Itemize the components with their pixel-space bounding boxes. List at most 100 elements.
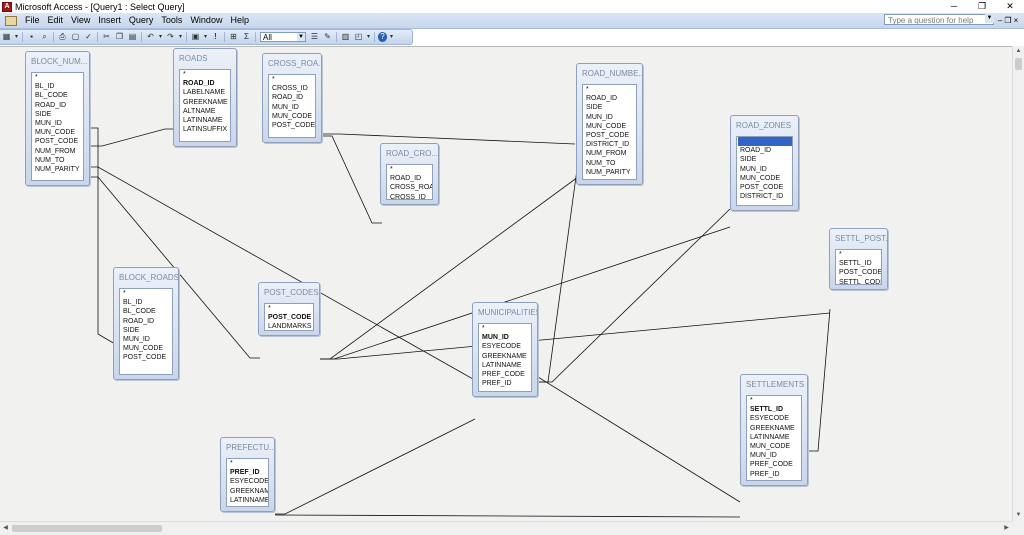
table-title[interactable]: SETTL_POST...: [835, 234, 887, 243]
field-item[interactable]: GREEKNAME: [183, 98, 228, 106]
field-item[interactable]: LATINSUFFIX: [183, 126, 228, 134]
menu-window[interactable]: Window: [190, 15, 223, 25]
table-title[interactable]: BLOCK_NUM...: [31, 57, 88, 66]
field-all-columns[interactable]: *: [183, 71, 186, 78]
field-item[interactable]: GREEKNAME: [230, 487, 268, 495]
cut-icon[interactable]: ✂: [103, 32, 110, 41]
field-item[interactable]: PREF_ID: [482, 380, 512, 388]
field-item[interactable]: NUM_TO: [35, 156, 65, 164]
field-item[interactable]: POST_CODE: [35, 138, 79, 146]
field-item[interactable]: PREF_CODE: [750, 461, 793, 469]
spelling-icon[interactable]: ✓: [85, 32, 92, 41]
field-all-columns[interactable]: *: [738, 137, 792, 147]
field-item[interactable]: NUM_FROM: [35, 147, 76, 155]
field-item[interactable]: MUN_CODE: [750, 442, 791, 450]
menu-help[interactable]: Help: [230, 15, 249, 25]
new-object-icon[interactable]: ◰: [354, 32, 363, 41]
field-item[interactable]: SETTL_ID: [839, 260, 872, 268]
field-all-columns[interactable]: *: [390, 166, 393, 173]
field-item[interactable]: ESYECODE: [230, 478, 268, 486]
doc-minimize-icon[interactable]: –: [997, 16, 1003, 25]
field-item[interactable]: GREEKNAME: [482, 352, 527, 360]
field-item[interactable]: POST_CODE: [272, 121, 315, 129]
doc-restore-icon[interactable]: ❐: [1004, 16, 1012, 25]
horizontal-scrollbar[interactable]: ◀ ▶: [0, 521, 1012, 535]
field-item[interactable]: LATINNAME: [750, 433, 790, 441]
undo-icon[interactable]: ↶: [147, 32, 154, 41]
field-item[interactable]: LATINNAME: [183, 116, 223, 124]
scroll-down-icon[interactable]: ▼: [1015, 512, 1022, 518]
field-item[interactable]: MUN_ID: [740, 165, 767, 173]
copy-icon[interactable]: ❐: [115, 32, 124, 41]
print-icon[interactable]: ⎙: [59, 32, 66, 41]
table-title[interactable]: POST_CODES: [264, 288, 319, 297]
field-item[interactable]: BL_ID: [123, 299, 143, 307]
field-all-columns[interactable]: *: [268, 305, 271, 312]
redo-icon[interactable]: ↷: [167, 32, 174, 41]
top-values-select[interactable]: All ▼: [260, 32, 306, 42]
run-icon[interactable]: !: [214, 32, 217, 41]
field-item[interactable]: ROAD_ID: [272, 94, 304, 102]
field-item[interactable]: MUN_CODE: [272, 112, 313, 120]
field-all-columns[interactable]: *: [272, 76, 275, 83]
field-all-columns[interactable]: *: [750, 397, 753, 404]
help-icon[interactable]: ?: [378, 32, 387, 42]
scroll-up-icon[interactable]: ▲: [1015, 48, 1022, 54]
field-item[interactable]: MUN_ID: [586, 113, 613, 121]
field-item[interactable]: ALTNAME: [183, 107, 216, 115]
field-item[interactable]: MUN_ID: [272, 103, 299, 111]
field-item[interactable]: NUM_PARITY: [35, 165, 80, 173]
properties-icon[interactable]: ☰: [310, 32, 319, 41]
save-icon[interactable]: ▪: [30, 32, 33, 41]
totals-icon[interactable]: Σ: [244, 32, 249, 41]
field-item[interactable]: PREF_ID: [750, 470, 780, 478]
field-item[interactable]: POST_CODE: [123, 354, 167, 362]
field-item[interactable]: ROAD_ID: [390, 175, 422, 183]
paste-icon[interactable]: ▤: [128, 32, 137, 41]
field-all-columns[interactable]: *: [123, 290, 126, 297]
menu-tools[interactable]: Tools: [161, 15, 183, 25]
field-item[interactable]: MUN_ID: [750, 452, 777, 460]
field-item[interactable]: MUN_CODE: [123, 345, 164, 353]
field-item[interactable]: MUN_CODE: [586, 122, 627, 130]
table-title[interactable]: ROADS: [179, 54, 208, 63]
field-item[interactable]: MUN_CODE: [740, 174, 781, 182]
chevron-down-icon[interactable]: ▼: [985, 14, 994, 23]
table-title[interactable]: ROAD_CRO...: [386, 149, 438, 158]
field-item[interactable]: ESYECODE: [482, 343, 521, 351]
field-item[interactable]: ROAD_ID: [183, 80, 215, 88]
field-all-columns[interactable]: *: [586, 86, 589, 93]
field-item[interactable]: ESYECODE: [750, 415, 789, 423]
field-item[interactable]: ROAD_ID: [123, 317, 155, 325]
field-item[interactable]: LANDMARKS: [268, 323, 312, 331]
scroll-left-icon[interactable]: ◀: [3, 525, 8, 531]
scroll-thumb[interactable]: [12, 525, 162, 532]
field-item[interactable]: NUM_TO: [586, 159, 616, 167]
field-item[interactable]: SIDE: [35, 110, 52, 118]
close-icon[interactable]: ✕: [1006, 1, 1014, 11]
help-search-input[interactable]: Type a question for help: [884, 14, 994, 25]
field-item[interactable]: BL_CODE: [35, 92, 68, 100]
field-item[interactable]: POST_CODE: [740, 183, 784, 191]
field-item[interactable]: PREF_ID: [230, 469, 260, 477]
field-item[interactable]: MUN_ID: [35, 119, 62, 127]
field-item[interactable]: MUN_ID: [123, 335, 150, 343]
field-item[interactable]: MUN_ID: [482, 334, 509, 342]
field-item[interactable]: DISTRICT_ID: [586, 141, 630, 149]
doc-close-icon[interactable]: ×: [1013, 16, 1019, 25]
query-type-icon[interactable]: ▣: [191, 32, 200, 41]
field-item[interactable]: NUM_FROM: [586, 150, 627, 158]
table-title[interactable]: SETTLEMENTS: [746, 380, 805, 389]
